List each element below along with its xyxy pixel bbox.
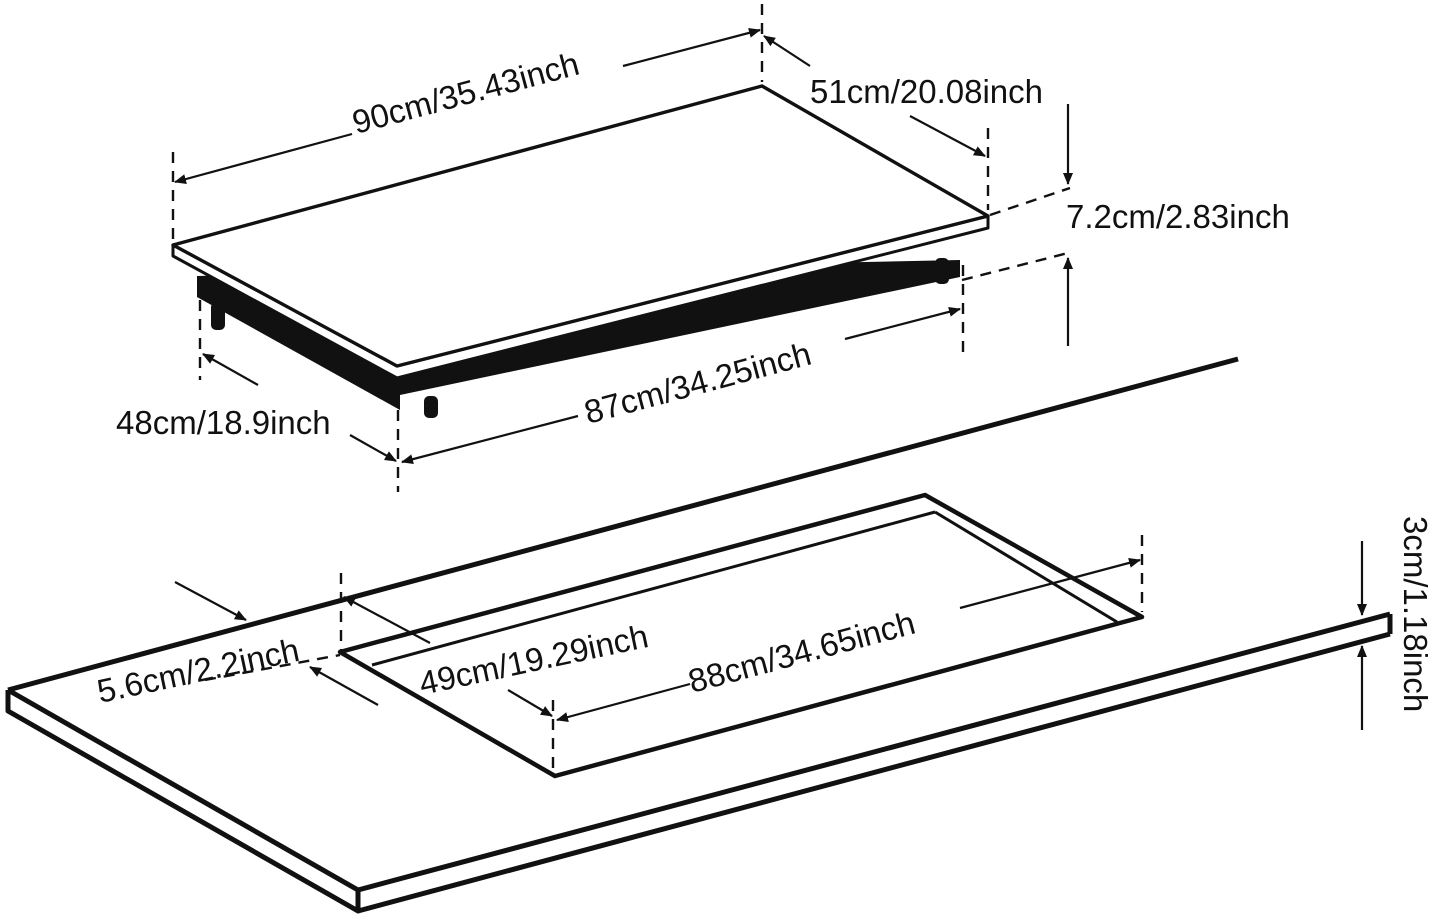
cooktop-foot-left (211, 302, 225, 330)
cutout-reference-lines (204, 535, 1144, 770)
cooktop (171, 84, 990, 418)
label-edge-clearance: 5.6cm/2.2inch (94, 631, 303, 710)
countertop (5, 356, 1393, 914)
label-cooktop-width: 90cm/35.43inch (348, 45, 583, 141)
cutout-opening (337, 492, 1145, 779)
dim-cooktop-height: 7.2cm/2.83inch (1063, 104, 1290, 346)
dim-countertop-thickness: 3cm/1.18inch (1357, 516, 1434, 730)
cooktop-glass-top (171, 84, 990, 368)
cooktop-reference-lines (171, 4, 1071, 492)
label-cooktop-height: 7.2cm/2.83inch (1066, 198, 1290, 235)
dim-cooktop-depth: 51cm/20.08inch (763, 35, 1043, 157)
cooktop-foot-right (935, 258, 949, 284)
cooktop-foot-front (424, 396, 438, 418)
label-cooktop-depth: 51cm/20.08inch (810, 73, 1043, 110)
label-base-depth: 48cm/18.9inch (116, 404, 331, 441)
dim-base-depth: 48cm/18.9inch (116, 353, 397, 462)
label-countertop-thickness: 3cm/1.18inch (1397, 516, 1434, 712)
countertop-cutout (337, 492, 1145, 779)
